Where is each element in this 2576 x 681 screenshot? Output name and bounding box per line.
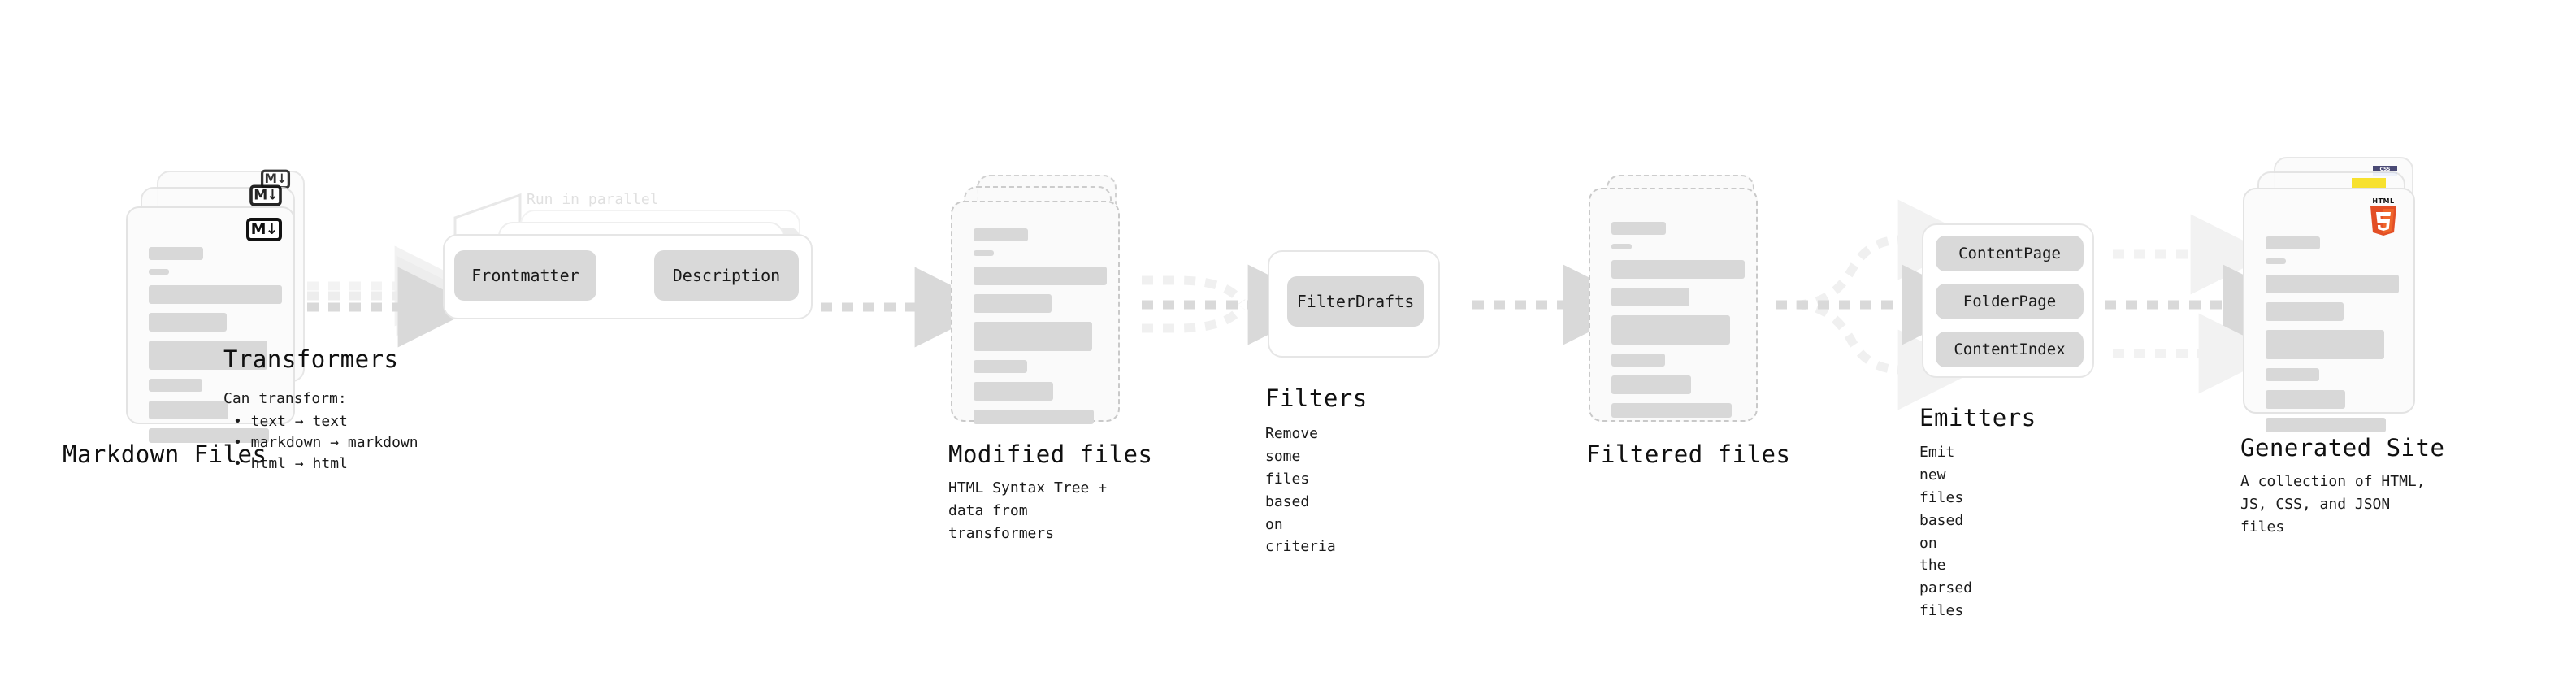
- stage-subtitle-filters: Remove some files based on criteria: [1265, 425, 1336, 556]
- stage-markdown-files: M↓ M↓ M↓ Markdown Files: [63, 169, 313, 468]
- transform-list-item-markdown: • markdown → markdown: [233, 434, 418, 451]
- modified-content-bars: [974, 228, 1107, 433]
- stage-title-transformers: Transformers: [223, 345, 399, 373]
- chip-filter-drafts[interactable]: FilterDrafts: [1287, 276, 1424, 327]
- svg-text:HTML: HTML: [2372, 197, 2394, 205]
- transformer-box-front[interactable]: Frontmatter Description: [443, 234, 813, 319]
- file-card-front: M↓: [126, 206, 295, 443]
- chip-content-index[interactable]: ContentIndex: [1936, 332, 2084, 367]
- stage-modified-files: Modified files HTML Syntax Tree + data f…: [948, 175, 1152, 542]
- stage-filtered-files: Filtered files: [1586, 175, 1790, 468]
- emitters-box[interactable]: ContentPage FolderPage ContentIndex: [1922, 223, 2094, 378]
- chip-description[interactable]: Description: [654, 250, 799, 301]
- markdown-file-stack[interactable]: M↓ M↓ M↓: [126, 169, 313, 443]
- chip-frontmatter[interactable]: Frontmatter: [454, 250, 596, 301]
- modified-file-stack[interactable]: [951, 175, 1138, 435]
- stage-title-filtered-files: Filtered files: [1586, 440, 1791, 468]
- site-file-stack[interactable]: CSS HTML: [2243, 157, 2438, 432]
- arrow-modified-to-filters: [1142, 264, 1329, 345]
- transform-list-item-html: • html → html: [233, 455, 348, 472]
- svg-text:CSS: CSS: [2380, 167, 2391, 172]
- stage-subtitle-modified-files: HTML Syntax Tree + data from transformer…: [948, 479, 1108, 542]
- site-content-bars: [2266, 236, 2399, 441]
- arrow-filtered-to-emitters: [1776, 199, 1983, 410]
- arrow-emitters-to-site: [2105, 214, 2304, 394]
- file-content-bars: [149, 247, 282, 452]
- stage-title-generated-site: Generated Site: [2240, 434, 2445, 462]
- stage-title-modified-files: Modified files: [948, 440, 1153, 468]
- stage-subtitle-emitters: Emit new files based on the parsed files: [1919, 444, 1973, 620]
- chip-folder-page[interactable]: FolderPage: [1936, 284, 2084, 319]
- markdown-badge-back-1: M↓: [249, 184, 282, 206]
- stage-title-markdown-files: Markdown Files: [63, 440, 267, 468]
- site-card-html: HTML: [2243, 188, 2415, 432]
- modified-card-front: [951, 201, 1120, 424]
- transform-list-heading: Can transform:: [223, 390, 347, 407]
- filtered-content-bars: [1611, 222, 1745, 427]
- filters-box[interactable]: FilterDrafts: [1268, 250, 1440, 358]
- chip-content-page[interactable]: ContentPage: [1936, 236, 2084, 271]
- stage-subtitle-generated-site: A collection of HTML, JS, CSS, and JSON …: [2240, 473, 2426, 536]
- stage-title-emitters: Emitters: [1919, 404, 2036, 432]
- stage-generated-site: CSS HTML: [2240, 157, 2444, 536]
- filtered-file-stack[interactable]: [1589, 175, 1776, 435]
- filtered-card-front: [1589, 188, 1758, 422]
- stage-title-filters: Filters: [1265, 384, 1368, 412]
- markdown-badge: M↓: [246, 218, 282, 241]
- arrow-markdown-to-transformers: [307, 245, 479, 348]
- html5-badge: HTML: [2365, 196, 2402, 238]
- run-in-parallel-note: Run in parallel: [527, 191, 659, 208]
- transform-list-item-text: • text → text: [233, 413, 348, 430]
